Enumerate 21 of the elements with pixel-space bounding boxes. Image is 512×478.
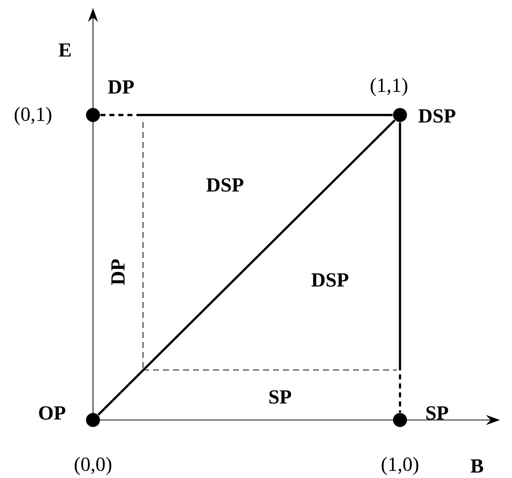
coordinate-label: (1,0) [382,456,418,476]
point-dot [86,413,100,427]
line [97,119,396,416]
point-dot [393,413,407,427]
coordinate-label: (1,1) [370,78,408,96]
region-label: DP [111,259,125,285]
line [398,122,402,413]
point-label: OP [39,406,66,420]
axis-label: E [58,43,71,57]
line [100,114,393,116]
region-label: DSP [206,178,244,192]
coordinate-label: (0,0) [74,456,112,476]
region-label: DSP [311,273,348,287]
point-dot [393,108,407,122]
point-label: SP [426,406,448,420]
region-label: SP [269,390,292,404]
point-label: DP [108,80,134,94]
point-dot [86,108,100,122]
point-label: DSP [418,109,456,123]
axis-label: B [470,459,484,473]
coordinate-label: (0,1) [14,106,52,126]
